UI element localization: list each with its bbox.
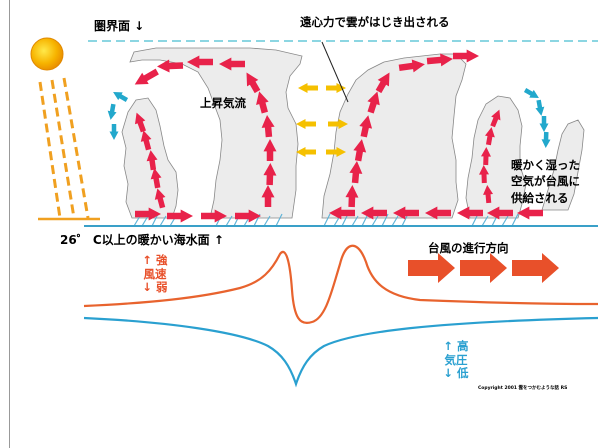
pressure-line-3: ↓ 低 bbox=[443, 366, 469, 381]
flow-arrow bbox=[359, 115, 373, 138]
wind-speed-line-2: 風速 bbox=[143, 266, 167, 281]
flow-arrow bbox=[263, 139, 277, 161]
flow-arrow bbox=[219, 57, 245, 71]
copyright-label: Copyright 2001 雲をつかむような話 RS bbox=[478, 386, 568, 391]
warm-air-line-2: 空気が台風に bbox=[511, 174, 580, 189]
circulation-arrows bbox=[134, 49, 543, 223]
flow-arrow bbox=[246, 72, 261, 94]
pressure-line-2: 気圧 bbox=[444, 352, 468, 367]
flow-arrow bbox=[393, 206, 419, 220]
centrifugal-pointer bbox=[321, 41, 349, 103]
flow-arrow bbox=[484, 127, 495, 146]
flow-arrow bbox=[296, 119, 316, 129]
sun-icon bbox=[30, 37, 64, 71]
direction-arrows bbox=[408, 253, 559, 283]
flow-arrow bbox=[201, 209, 227, 223]
centrifugal-arrows bbox=[296, 83, 348, 157]
flow-arrow bbox=[187, 55, 213, 69]
flow-arrow bbox=[135, 207, 161, 221]
flow-arrow bbox=[326, 147, 346, 157]
flow-arrow bbox=[140, 130, 152, 151]
flow-arrow bbox=[541, 131, 551, 148]
flow-arrow bbox=[261, 185, 275, 207]
flow-arrow bbox=[425, 206, 451, 220]
flow-arrow bbox=[353, 139, 367, 162]
warm-air-line-1: 暖かく湿った bbox=[511, 158, 580, 172]
flow-arrow bbox=[134, 68, 159, 85]
warm-air-line-3: 供給される bbox=[511, 190, 569, 205]
pressure-line-1: ↑ 高 bbox=[443, 339, 469, 353]
flow-arrow bbox=[539, 116, 549, 132]
warm-air-label: 暖かく湿った 空気が台風に 供給される bbox=[511, 157, 580, 206]
flow-arrow bbox=[235, 209, 261, 223]
flow-arrow bbox=[134, 112, 147, 133]
tropopause-label: 圏界面 ↓ bbox=[94, 19, 145, 33]
wind-speed-curve bbox=[83, 244, 599, 325]
flow-arrow bbox=[345, 185, 359, 208]
flow-arrow bbox=[256, 91, 269, 114]
wind-speed-line-1: ↑ 強 bbox=[142, 253, 168, 267]
flow-arrow bbox=[483, 185, 494, 204]
flow-arrow bbox=[263, 163, 277, 186]
sun-rays bbox=[38, 77, 90, 219]
pressure-label: ↑ 高 気圧 ↓ 低 bbox=[438, 339, 474, 381]
flow-arrow bbox=[157, 59, 184, 73]
flow-arrow bbox=[146, 150, 158, 171]
flow-arrow bbox=[328, 119, 348, 129]
flow-arrow bbox=[480, 147, 491, 166]
direction-label: 台風の進行方向 bbox=[428, 241, 509, 255]
flow-arrow bbox=[113, 92, 129, 102]
wind-speed-line-3: ↓ 弱 bbox=[142, 280, 168, 295]
wind-speed-label: ↑ 強 風速 ↓ 弱 bbox=[138, 253, 172, 295]
flow-arrow bbox=[298, 83, 318, 93]
flow-arrow bbox=[453, 49, 479, 63]
centrifugal-label: 遠心力で雲がはじき出される bbox=[300, 15, 450, 29]
sea-surface-label: 26゜ C以上の暖かい海水面 ↑ bbox=[60, 233, 224, 247]
flow-arrow bbox=[361, 206, 387, 220]
flow-arrow bbox=[523, 88, 539, 98]
flow-arrow bbox=[329, 206, 355, 220]
flow-arrow bbox=[367, 91, 380, 114]
updraft-label: 上昇気流 bbox=[200, 96, 246, 110]
flow-arrow bbox=[154, 188, 166, 209]
flow-arrow bbox=[375, 72, 390, 94]
flow-arrow bbox=[426, 53, 453, 67]
flow-arrow bbox=[490, 109, 501, 128]
flow-arrow bbox=[109, 124, 119, 140]
flow-arrow bbox=[349, 161, 363, 184]
flow-arrow bbox=[150, 168, 162, 189]
flow-arrow bbox=[517, 206, 543, 220]
flow-arrow bbox=[296, 147, 316, 157]
flow-arrow bbox=[261, 115, 275, 138]
flow-arrow bbox=[479, 165, 490, 184]
descending-arrows bbox=[107, 88, 551, 148]
flow-arrow bbox=[487, 206, 513, 220]
flow-arrow bbox=[535, 99, 545, 116]
flow-arrow bbox=[457, 206, 483, 220]
pressure-curve bbox=[83, 316, 599, 388]
flow-arrow bbox=[398, 59, 425, 73]
flow-arrow bbox=[107, 103, 117, 120]
flow-arrow bbox=[167, 209, 193, 223]
